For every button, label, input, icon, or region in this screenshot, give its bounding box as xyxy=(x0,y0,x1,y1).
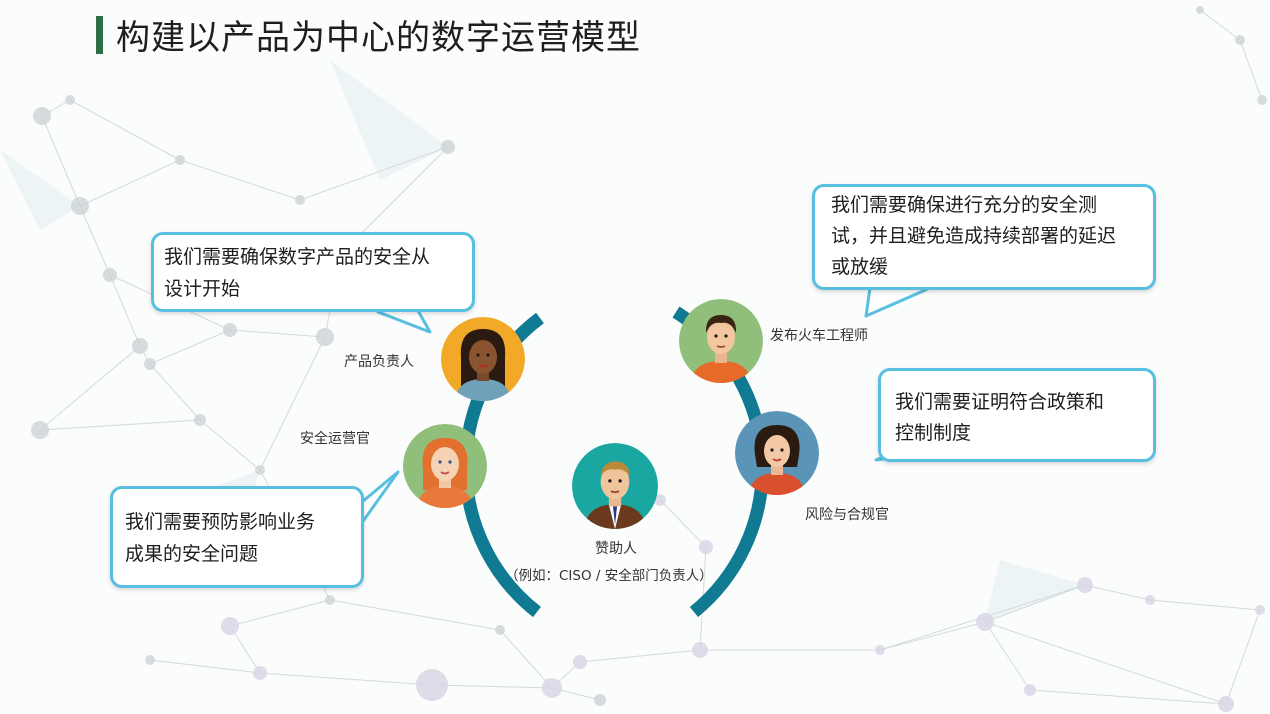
network-link xyxy=(1084,584,1151,601)
bubble-text-line: 控制制度 xyxy=(895,422,972,444)
label-risk: 风险与合规官 xyxy=(805,507,889,523)
label-product-owner: 产品负责人 xyxy=(344,354,414,370)
network-node xyxy=(175,155,185,165)
network-node xyxy=(1255,605,1265,615)
network-facet xyxy=(0,150,80,230)
bubble-text-line: 我们需要确保数字产品的安全从 xyxy=(164,246,431,268)
network-node xyxy=(103,268,117,282)
network-node xyxy=(255,465,265,475)
network-node xyxy=(495,625,505,635)
network-node xyxy=(33,107,51,125)
network-link xyxy=(229,599,331,627)
network-node xyxy=(1024,684,1036,696)
label-sec-ops: 安全运营官 xyxy=(300,431,370,447)
network-link xyxy=(39,419,201,431)
network-link xyxy=(79,205,111,276)
network-node xyxy=(221,617,239,635)
network-link xyxy=(984,584,1086,623)
network-link xyxy=(179,159,301,201)
bubble-text-line: 我们需要证明符合政策和 xyxy=(895,391,1105,413)
network-link xyxy=(984,621,1227,705)
bubble-risk: 我们需要证明符合政策和 控制制度 xyxy=(878,368,1156,462)
bubble-release-train: 我们需要确保进行充分的安全测 试，并且避免造成持续部署的延迟 或放缓 xyxy=(812,184,1156,290)
network-node xyxy=(1257,95,1267,105)
network-link xyxy=(1149,599,1261,611)
network-node xyxy=(132,338,148,354)
avatar-sponsor xyxy=(572,443,658,529)
avatar-product-owner xyxy=(441,317,525,401)
label-sponsor: 赞助人 xyxy=(595,541,637,557)
network-node xyxy=(316,328,334,346)
bubble-text-line: 设计开始 xyxy=(164,278,241,300)
bubble-product-owner: 我们需要确保数字产品的安全从 设计开始 xyxy=(151,232,475,312)
network-node xyxy=(144,358,156,370)
network-link xyxy=(1199,9,1241,41)
network-node xyxy=(441,140,455,154)
bubble-text-line: 我们需要预防影响业务 xyxy=(125,511,316,533)
network-link xyxy=(329,599,501,631)
network-link xyxy=(431,684,553,689)
bubble-text-line: 我们需要确保进行充分的安全测 xyxy=(831,194,1098,216)
network-link xyxy=(299,146,449,201)
network-node xyxy=(692,642,708,658)
bubble-text-line: 或放缓 xyxy=(831,256,889,278)
network-link xyxy=(79,159,181,207)
bubble-text-line: 试，并且避免造成持续部署的延迟 xyxy=(831,225,1117,247)
network-node xyxy=(699,540,713,554)
avatar-sec-ops xyxy=(403,424,487,508)
network-node xyxy=(71,197,89,215)
network-node xyxy=(145,655,155,665)
network-node xyxy=(1235,35,1245,45)
network-link xyxy=(41,115,81,207)
network-link xyxy=(229,625,261,674)
network-link xyxy=(499,629,553,689)
network-node xyxy=(325,595,335,605)
network-link xyxy=(1239,39,1263,101)
network-link xyxy=(1029,689,1227,705)
network-link xyxy=(259,672,433,686)
network-link xyxy=(149,363,201,421)
network-link xyxy=(259,336,326,471)
network-node xyxy=(594,694,606,706)
network-node xyxy=(1218,696,1234,712)
network-node xyxy=(1077,577,1093,593)
network-link xyxy=(149,329,231,365)
avatar-risk xyxy=(735,411,819,495)
label-release-train: 发布火车工程师 xyxy=(770,328,868,344)
title-accent-bar xyxy=(96,16,103,54)
network-link xyxy=(69,99,181,161)
bubble-sec-ops: 我们需要预防影响业务 成果的安全问题 xyxy=(110,486,364,588)
network-link xyxy=(879,621,986,651)
network-node xyxy=(654,494,666,506)
network-node xyxy=(65,95,75,105)
network-facet xyxy=(985,560,1085,622)
network-node xyxy=(976,613,994,631)
network-link xyxy=(229,329,326,338)
bubble-text-line: 成果的安全问题 xyxy=(125,543,259,565)
network-link xyxy=(659,499,707,548)
network-node xyxy=(1145,595,1155,605)
network-link xyxy=(984,621,1031,691)
network-node xyxy=(253,666,267,680)
network-link xyxy=(199,419,261,471)
network-node xyxy=(1196,6,1204,14)
network-node xyxy=(542,678,562,698)
label-sponsor-note: （例如：CISO / 安全部门负责人） xyxy=(505,568,713,584)
network-node xyxy=(416,669,448,701)
network-link xyxy=(579,649,701,663)
avatar-release-train xyxy=(679,299,763,383)
network-node xyxy=(295,195,305,205)
network-link xyxy=(149,659,261,674)
network-facet xyxy=(330,60,448,180)
network-link xyxy=(1225,609,1261,705)
network-link xyxy=(109,274,141,347)
network-node xyxy=(573,655,587,669)
page-title: 构建以产品为中心的数字运营模型 xyxy=(116,18,641,58)
network-node xyxy=(194,414,206,426)
network-node xyxy=(875,645,885,655)
network-link xyxy=(39,345,141,431)
network-node xyxy=(31,421,49,439)
network-node xyxy=(223,323,237,337)
